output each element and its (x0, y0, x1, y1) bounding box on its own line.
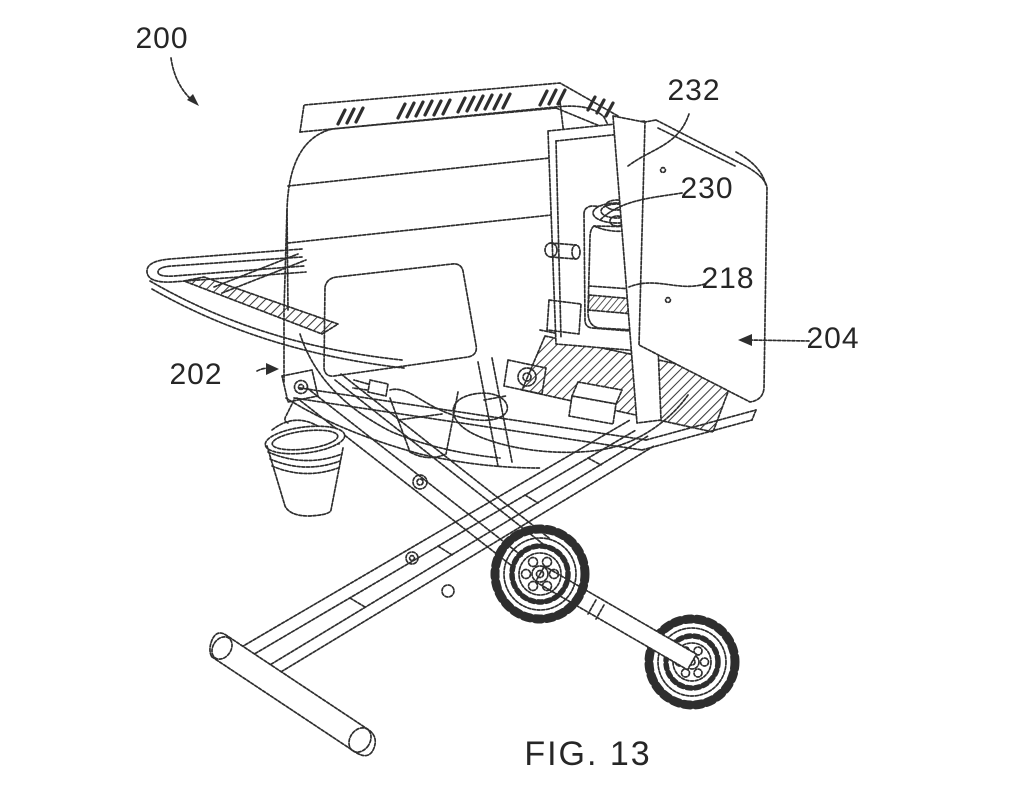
figure-caption: FIG. 13 (524, 735, 652, 773)
ref-label-202: 202 (169, 358, 223, 391)
ref-label-232: 232 (667, 74, 721, 107)
vent-strip (299, 82, 619, 133)
ref-label-200: 200 (135, 22, 189, 55)
near-wheel (490, 524, 590, 624)
ref-label-204: 204 (806, 322, 860, 355)
ref-label-218: 218 (701, 262, 755, 295)
side-cabinet (638, 119, 768, 403)
side-shelf (146, 248, 405, 369)
grease-bucket (264, 399, 346, 517)
leader-lines (170, 57, 810, 375)
cabinet-hardware (544, 242, 582, 335)
ref-label-230: 230 (680, 172, 734, 205)
cart-legs (209, 373, 655, 757)
power-cord (352, 379, 689, 454)
wheels (490, 524, 740, 710)
